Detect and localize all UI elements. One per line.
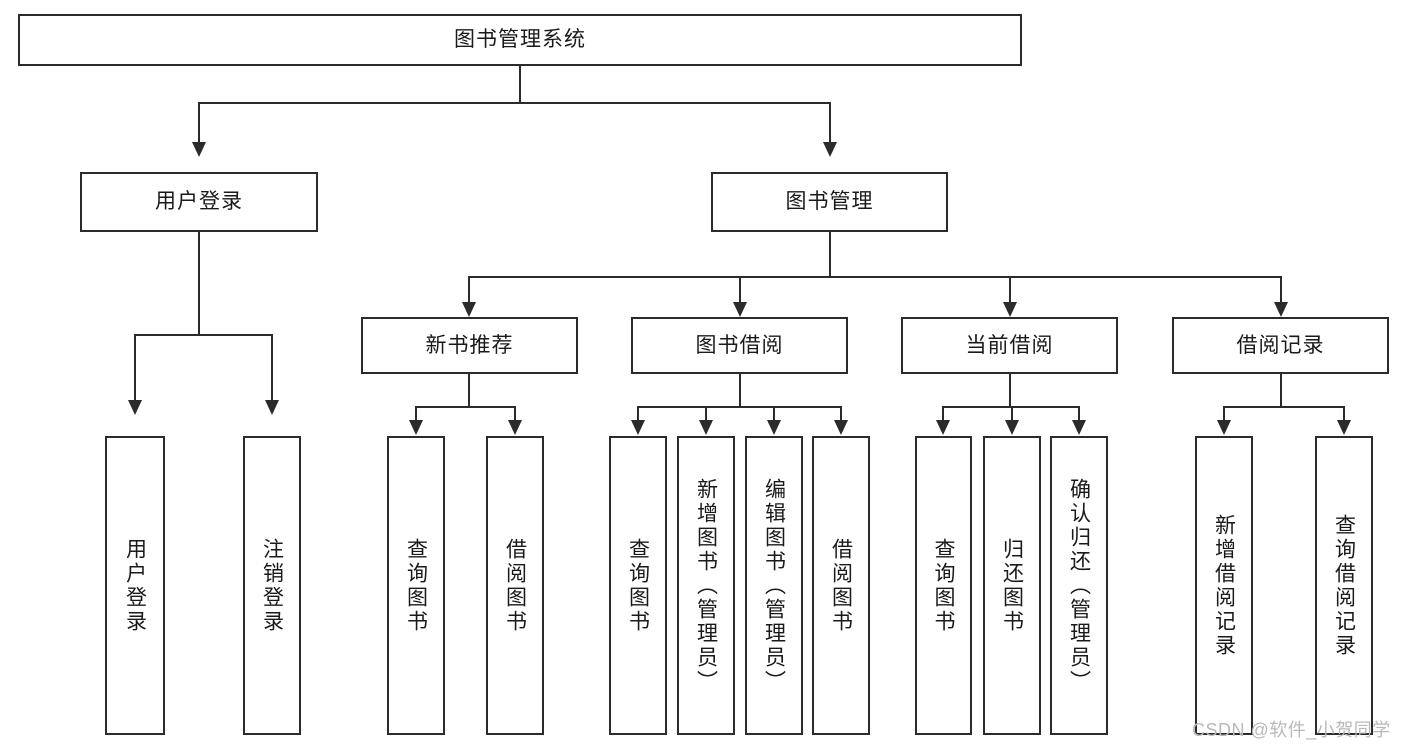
leaf-node-edit-book-admin[interactable]: 编辑图书（管理员） [745,436,803,735]
connector-user-login-bar [134,334,272,336]
connector-borrow-stem [739,374,741,408]
connector-book-mgmt-c2 [739,276,741,304]
connector-new-books-bar [415,406,516,408]
connector-borrow-l2 [705,406,707,422]
leaf-node-user-login[interactable]: 用户登录 [105,436,165,735]
connector-root-bar [198,102,830,104]
connector-borrow-l4 [840,406,842,422]
leaf-node-add-borrow-record[interactable]: 新增借阅记录 [1195,436,1253,735]
connector-root-to-user-login [198,102,200,144]
connector-records-l1 [1223,406,1225,422]
connector-new-books-l1 [415,406,417,422]
arrow-new-books-leaf-2 [508,420,522,435]
connector-current-l2 [1011,406,1013,422]
leaf-label: 用户登录 [123,537,147,634]
connector-root-to-book-mgmt [829,102,831,144]
arrow-book-mgmt-to-current [1003,302,1017,317]
arrow-current-leaf-3 [1072,420,1086,435]
arrow-user-login-leaf-1 [128,400,142,415]
node-label: 新书推荐 [425,333,514,357]
connector-root-stem [519,66,521,104]
leaf-node-return-books[interactable]: 归还图书 [983,436,1041,735]
leaf-node-query-books-borrow[interactable]: 查询图书 [609,436,667,735]
leaf-label: 查询图书 [404,537,428,634]
connector-records-stem [1280,374,1282,408]
arrow-borrow-leaf-4 [834,420,848,435]
leaf-label: 编辑图书（管理员） [762,477,786,694]
connector-book-mgmt-c3 [1009,276,1011,304]
connector-new-books-l2 [514,406,516,422]
leaf-label: 借阅图书 [503,537,527,634]
connector-borrow-l3 [773,406,775,422]
connector-current-bar [942,406,1079,408]
leaf-label: 新增借阅记录 [1212,513,1236,658]
connector-current-l3 [1078,406,1080,422]
leaf-label: 注销登录 [260,537,284,634]
node-label: 图书借阅 [695,333,784,357]
leaf-node-query-books-current[interactable]: 查询图书 [915,436,972,735]
node-label: 借阅记录 [1236,333,1325,357]
node-book-management[interactable]: 图书管理 [711,172,948,232]
leaf-label: 查询借阅记录 [1332,513,1356,658]
node-current-borrowing[interactable]: 当前借阅 [901,317,1118,374]
connector-current-stem [1009,374,1011,408]
leaf-label: 新增图书（管理员） [694,477,718,694]
connector-user-login-left [134,334,136,402]
leaf-label: 借阅图书 [829,537,853,634]
node-root-book-management-system[interactable]: 图书管理系统 [18,14,1022,66]
node-label: 图书管理 [785,190,874,214]
arrow-borrow-leaf-2 [699,420,713,435]
node-book-borrowing[interactable]: 图书借阅 [631,317,848,374]
connector-user-login-stem [198,232,200,334]
arrow-records-leaf-1 [1217,420,1231,435]
node-borrow-records[interactable]: 借阅记录 [1172,317,1389,374]
node-label: 图书管理系统 [454,28,586,52]
leaf-node-confirm-return-admin[interactable]: 确认归还（管理员） [1050,436,1108,735]
connector-book-mgmt-bar [468,276,1282,278]
arrow-new-books-leaf-1 [409,420,423,435]
leaf-node-borrow-books[interactable]: 借阅图书 [812,436,870,735]
arrow-current-leaf-2 [1005,420,1019,435]
leaf-label: 确认归还（管理员） [1067,477,1091,694]
arrow-root-to-book-mgmt [823,142,837,157]
node-user-login[interactable]: 用户登录 [80,172,318,232]
leaf-node-logout[interactable]: 注销登录 [243,436,301,735]
leaf-label: 查询图书 [626,537,650,634]
leaf-label: 查询图书 [932,537,956,634]
arrow-borrow-leaf-1 [631,420,645,435]
arrow-borrow-leaf-3 [767,420,781,435]
connector-new-books-stem [468,374,470,408]
node-new-book-recommendation[interactable]: 新书推荐 [361,317,578,374]
connector-records-l2 [1343,406,1345,422]
arrow-user-login-leaf-2 [265,400,279,415]
leaf-node-borrow-books-new[interactable]: 借阅图书 [486,436,544,735]
leaf-node-query-borrow-record[interactable]: 查询借阅记录 [1315,436,1373,735]
connector-book-mgmt-c1 [468,276,470,304]
connector-borrow-bar [637,406,841,408]
leaf-node-add-book-admin[interactable]: 新增图书（管理员） [677,436,735,735]
connector-records-bar [1223,406,1345,408]
leaf-node-query-books-new[interactable]: 查询图书 [387,436,445,735]
arrow-root-to-user-login [192,142,206,157]
connector-user-login-right [271,334,273,402]
connector-book-mgmt-stem [829,232,831,278]
arrow-records-leaf-2 [1337,420,1351,435]
arrow-book-mgmt-to-new-books [462,302,476,317]
connector-current-l1 [942,406,944,422]
arrow-book-mgmt-to-records [1274,302,1288,317]
arrow-current-leaf-1 [936,420,950,435]
leaf-label: 归还图书 [1000,537,1024,634]
arrow-book-mgmt-to-borrow [733,302,747,317]
node-label: 用户登录 [155,190,243,214]
connector-borrow-l1 [637,406,639,422]
connector-book-mgmt-c4 [1280,276,1282,304]
node-label: 当前借阅 [965,333,1054,357]
